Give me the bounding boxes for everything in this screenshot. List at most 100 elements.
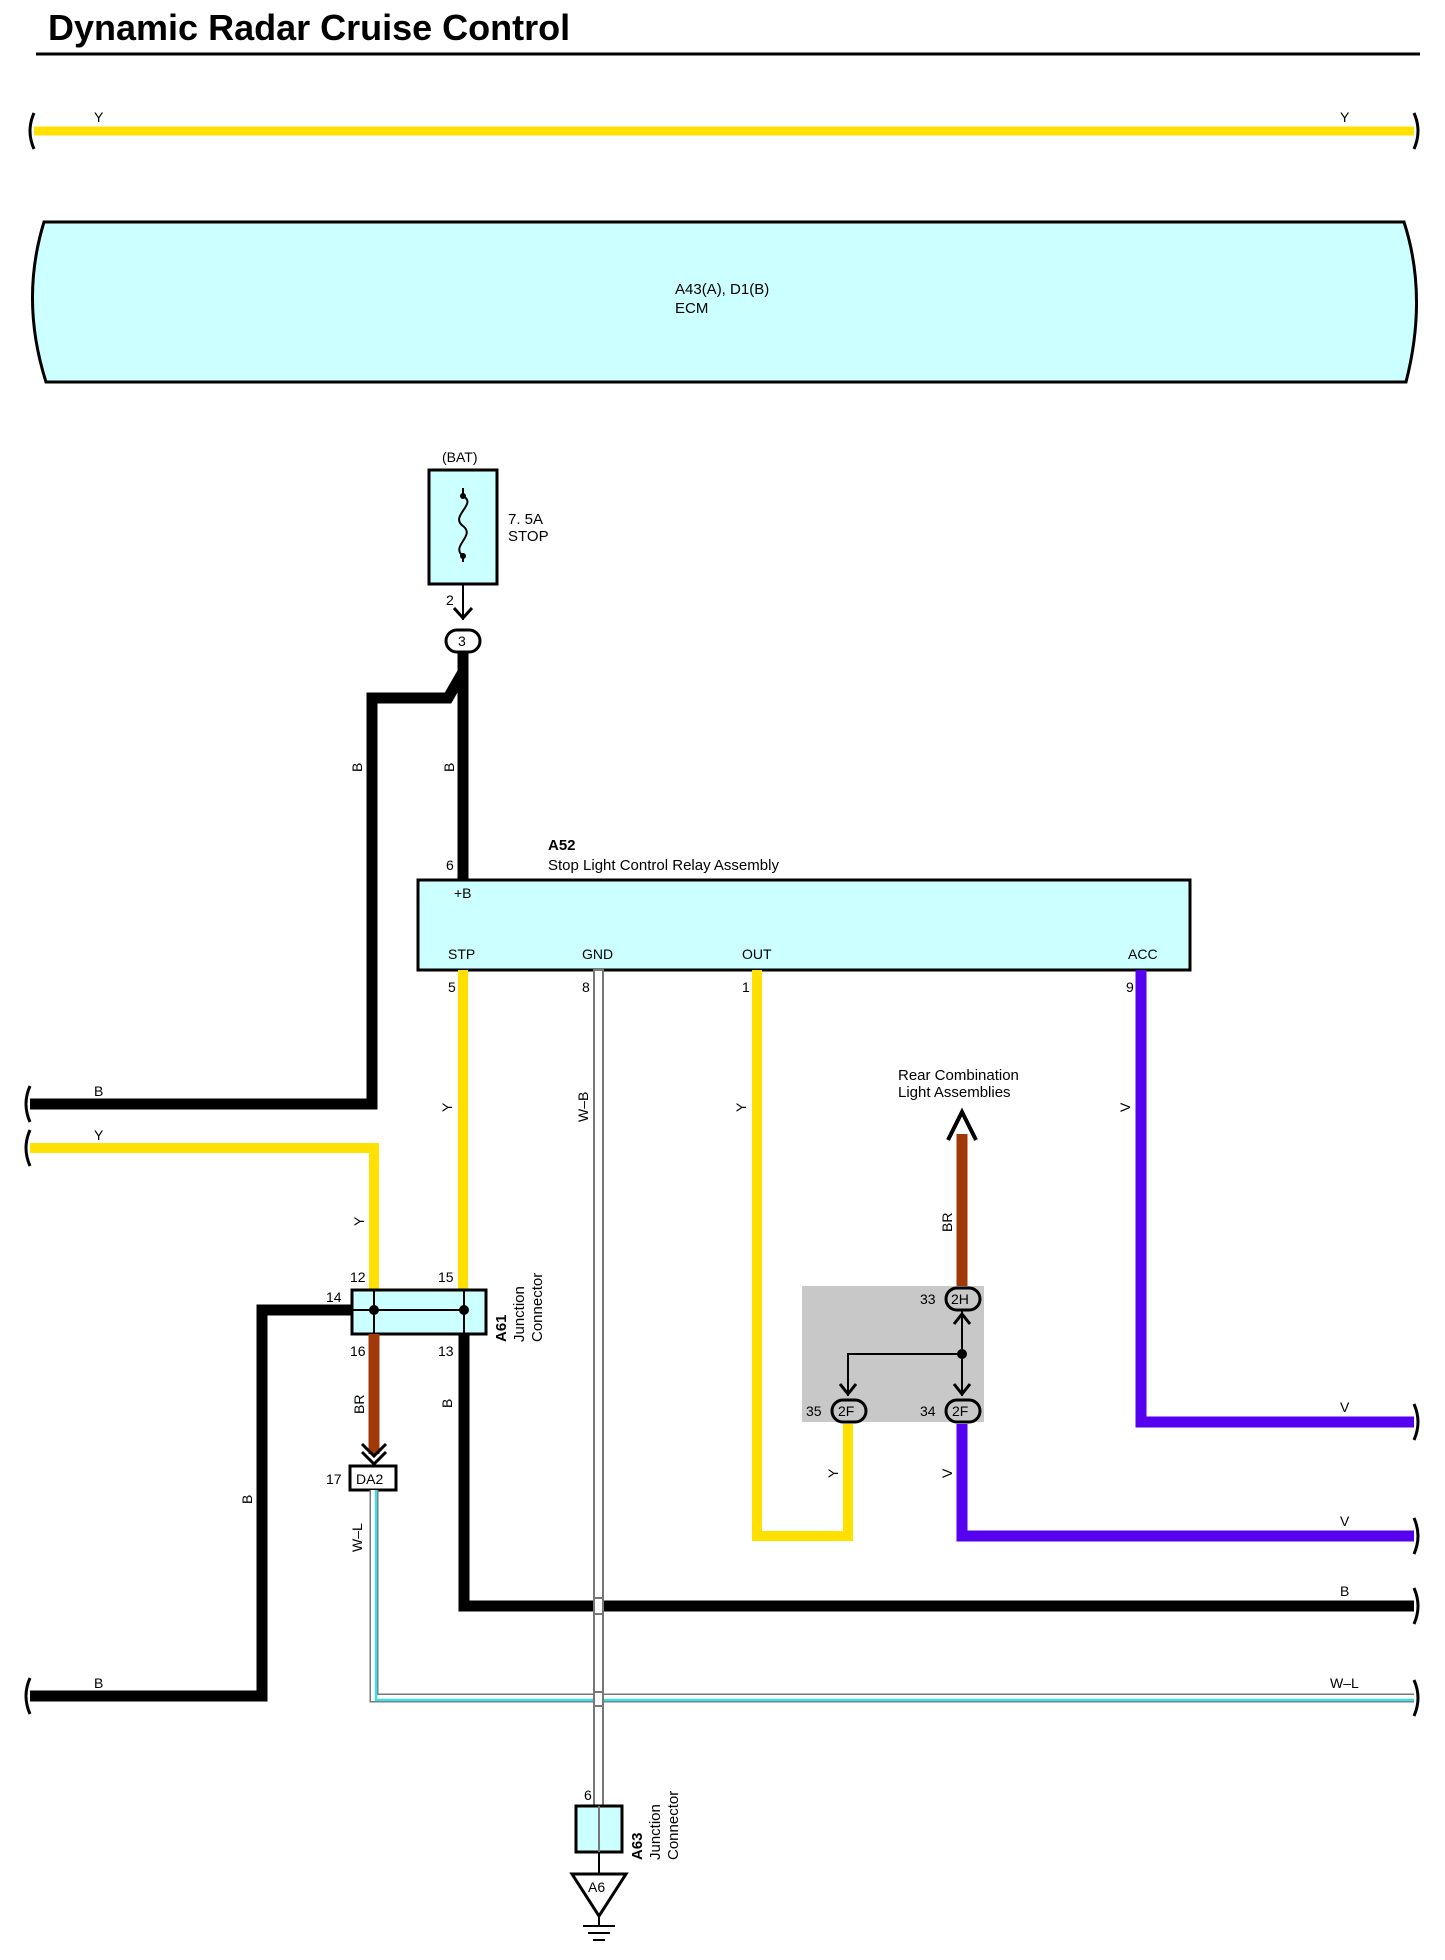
relay-out-num: 1 xyxy=(742,979,750,995)
connector-arrow-icon xyxy=(452,606,474,621)
wire-label: V xyxy=(939,1468,955,1478)
fuse-source: (BAT) xyxy=(442,449,478,465)
relay-acc-label: ACC xyxy=(1128,946,1158,962)
wire-label: Y xyxy=(733,1102,749,1112)
wire-w-b xyxy=(593,1691,604,1707)
wire-label: B xyxy=(439,1399,455,1408)
rear-lights-label: Rear Combination xyxy=(898,1067,1019,1084)
ecm-name: ECM xyxy=(675,300,708,317)
wire-break-right xyxy=(1412,112,1420,150)
a63-code: A63 xyxy=(629,1832,646,1860)
wire-y-out xyxy=(752,970,853,1541)
wire-b-left-branch xyxy=(30,669,468,1110)
wire-w-l-tracer xyxy=(374,1490,1414,1702)
wire-w-b xyxy=(593,1597,604,1615)
wire-w-b xyxy=(593,969,604,1807)
connector-2f-label: 2F xyxy=(838,1403,854,1419)
fuse-pin: 2 xyxy=(446,592,454,608)
relay-box xyxy=(416,878,1192,972)
wire-label: Y xyxy=(825,1468,841,1478)
a61-pin13: 13 xyxy=(438,1343,454,1359)
relay-pin-b-num: 6 xyxy=(446,857,454,873)
a61-code: A61 xyxy=(493,1314,510,1342)
connector-arrow-icon xyxy=(360,1442,388,1459)
a61-line2: Connector xyxy=(529,1273,546,1342)
wire-label: BR xyxy=(351,1395,367,1414)
arrow-up-icon xyxy=(946,1107,978,1141)
wire-b-13 xyxy=(458,1334,1414,1612)
ecm-box xyxy=(30,220,1419,384)
relay-gnd-label: GND xyxy=(582,946,613,962)
wire-v-34 xyxy=(956,1424,1414,1542)
wire-break-right xyxy=(1412,1679,1420,1717)
wire-label: BR xyxy=(939,1213,955,1232)
relay-pin-b-label: +B xyxy=(454,885,472,901)
relay-code: A52 xyxy=(548,837,576,854)
wire-label: B xyxy=(441,763,457,772)
wire-label: V xyxy=(1340,1399,1350,1415)
a63-pin: 6 xyxy=(584,1787,592,1803)
connector-2f-label: 2F xyxy=(952,1403,968,1419)
wire-label: W–L xyxy=(1330,1675,1359,1691)
fuse-name: STOP xyxy=(508,528,549,545)
relay-stp-label: STP xyxy=(448,946,475,962)
wire-break-right xyxy=(1412,1587,1420,1625)
da2-connector xyxy=(348,1464,398,1492)
a61-node xyxy=(369,1305,379,1315)
wire-label: V xyxy=(1117,1102,1133,1112)
wire-b-14 xyxy=(30,1304,352,1702)
wire-break-left xyxy=(24,1085,32,1123)
fuse-rating: 7. 5A xyxy=(508,511,543,528)
connector-2h-pin: 33 xyxy=(920,1291,936,1307)
rear-lights-label: Light Assemblies xyxy=(898,1084,1011,1101)
wire-label: Y xyxy=(94,1127,104,1143)
a63-line2: Connector xyxy=(665,1791,682,1860)
a61-pin12: 12 xyxy=(350,1269,366,1285)
connector-2f-pin: 34 xyxy=(920,1403,936,1419)
ground-triangle xyxy=(569,1872,629,1919)
wire-label: W–L xyxy=(349,1523,365,1552)
relay-name: Stop Light Control Relay Assembly xyxy=(548,857,779,874)
connector-arrow-icon xyxy=(838,1383,858,1397)
a61-line1: Junction xyxy=(511,1286,528,1342)
a61-node xyxy=(459,1305,469,1315)
a61-pin14: 14 xyxy=(326,1289,342,1305)
wire-label: B xyxy=(94,1675,103,1691)
da2-code: DA2 xyxy=(356,1471,383,1487)
wire-label: V xyxy=(1340,1513,1350,1529)
connector-2f-35 xyxy=(830,1398,868,1424)
wire-label: Y xyxy=(351,1216,367,1226)
wire-label: B xyxy=(349,763,365,772)
wire-break-left xyxy=(24,1677,32,1715)
relay-gnd-num: 8 xyxy=(582,979,590,995)
wire-v-acc xyxy=(1135,970,1414,1428)
ground-code: A6 xyxy=(588,1879,605,1895)
wire-label: Y xyxy=(1340,109,1350,125)
relay-acc-num: 9 xyxy=(1126,979,1134,995)
relay-stp-num: 5 xyxy=(448,979,456,995)
wire-label: W–B xyxy=(575,1092,591,1122)
connector-2h xyxy=(944,1286,982,1312)
fuse-icon xyxy=(458,488,469,562)
da2-pin: 17 xyxy=(326,1471,342,1487)
fuse-terminal xyxy=(460,493,466,499)
relay-out-label: OUT xyxy=(742,946,772,962)
wire-label: Y xyxy=(439,1102,455,1112)
splice-line xyxy=(847,1353,962,1396)
connector-arrow-icon xyxy=(952,1311,972,1325)
wire-break-right xyxy=(1412,1517,1420,1555)
wire-break-left xyxy=(28,112,36,150)
wire-label: B xyxy=(239,1495,255,1504)
wire-y-left xyxy=(30,1143,379,1290)
junction-3-label: 3 xyxy=(458,633,466,649)
wire-break-right xyxy=(1412,1403,1420,1441)
splice-node xyxy=(957,1349,967,1359)
fuse-terminal xyxy=(460,553,466,559)
wire-label: Y xyxy=(94,109,104,125)
connector-arrow-icon xyxy=(952,1383,972,1397)
connector-arrow-icon xyxy=(360,1450,388,1467)
wire-w-l-edge xyxy=(369,1490,1414,1703)
wire-w-l-white xyxy=(371,1490,1414,1701)
